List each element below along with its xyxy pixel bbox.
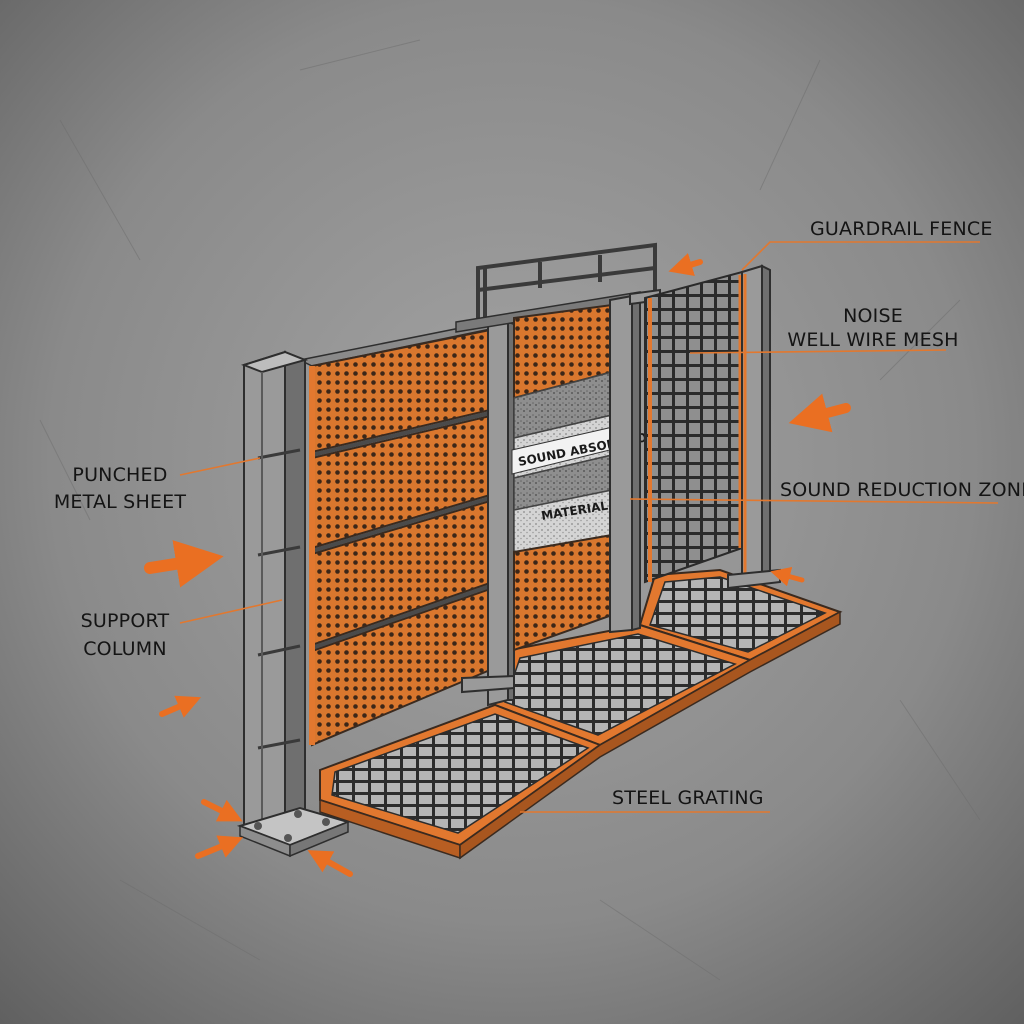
guardrail-fence (476, 242, 657, 322)
label-metal-sheet: METAL SHEET (54, 491, 187, 513)
noise-arrows (144, 253, 851, 877)
right-support-column (727, 264, 781, 590)
label-support: SUPPORT (81, 610, 170, 632)
center-right-column (609, 288, 661, 634)
wire-mesh-panel (644, 270, 743, 584)
arrow-right-small (770, 566, 805, 587)
steel-grating-floor (319, 568, 843, 860)
arrow-left-small (159, 695, 202, 718)
label-steel-grating: STEEL GRATING (612, 787, 764, 809)
label-sound-reduction-zone: SOUND REDUCTION ZONE (780, 479, 1024, 501)
arrow-top (668, 253, 703, 277)
label-guardrail-fence: GUARDRAIL FENCE (810, 218, 993, 240)
label-column: COLUMN (83, 638, 167, 660)
leader-lines (179, 241, 999, 813)
sound-absorption-panel: SOUND ABSORPTION MATERIAL (455, 291, 658, 652)
arrow-base-2 (195, 835, 244, 859)
arrow-left-large (144, 540, 224, 588)
label-well-wire-mesh: WELL WIRE MESH (787, 329, 958, 351)
background-scratches (39, 39, 981, 981)
left-support-column (236, 350, 352, 858)
label-noise: NOISE (843, 305, 903, 327)
arrow-base-1 (201, 799, 243, 822)
label-punched: PUNCHED (72, 464, 167, 486)
arrow-right-large (788, 393, 851, 433)
arrow-base-3 (307, 850, 353, 877)
